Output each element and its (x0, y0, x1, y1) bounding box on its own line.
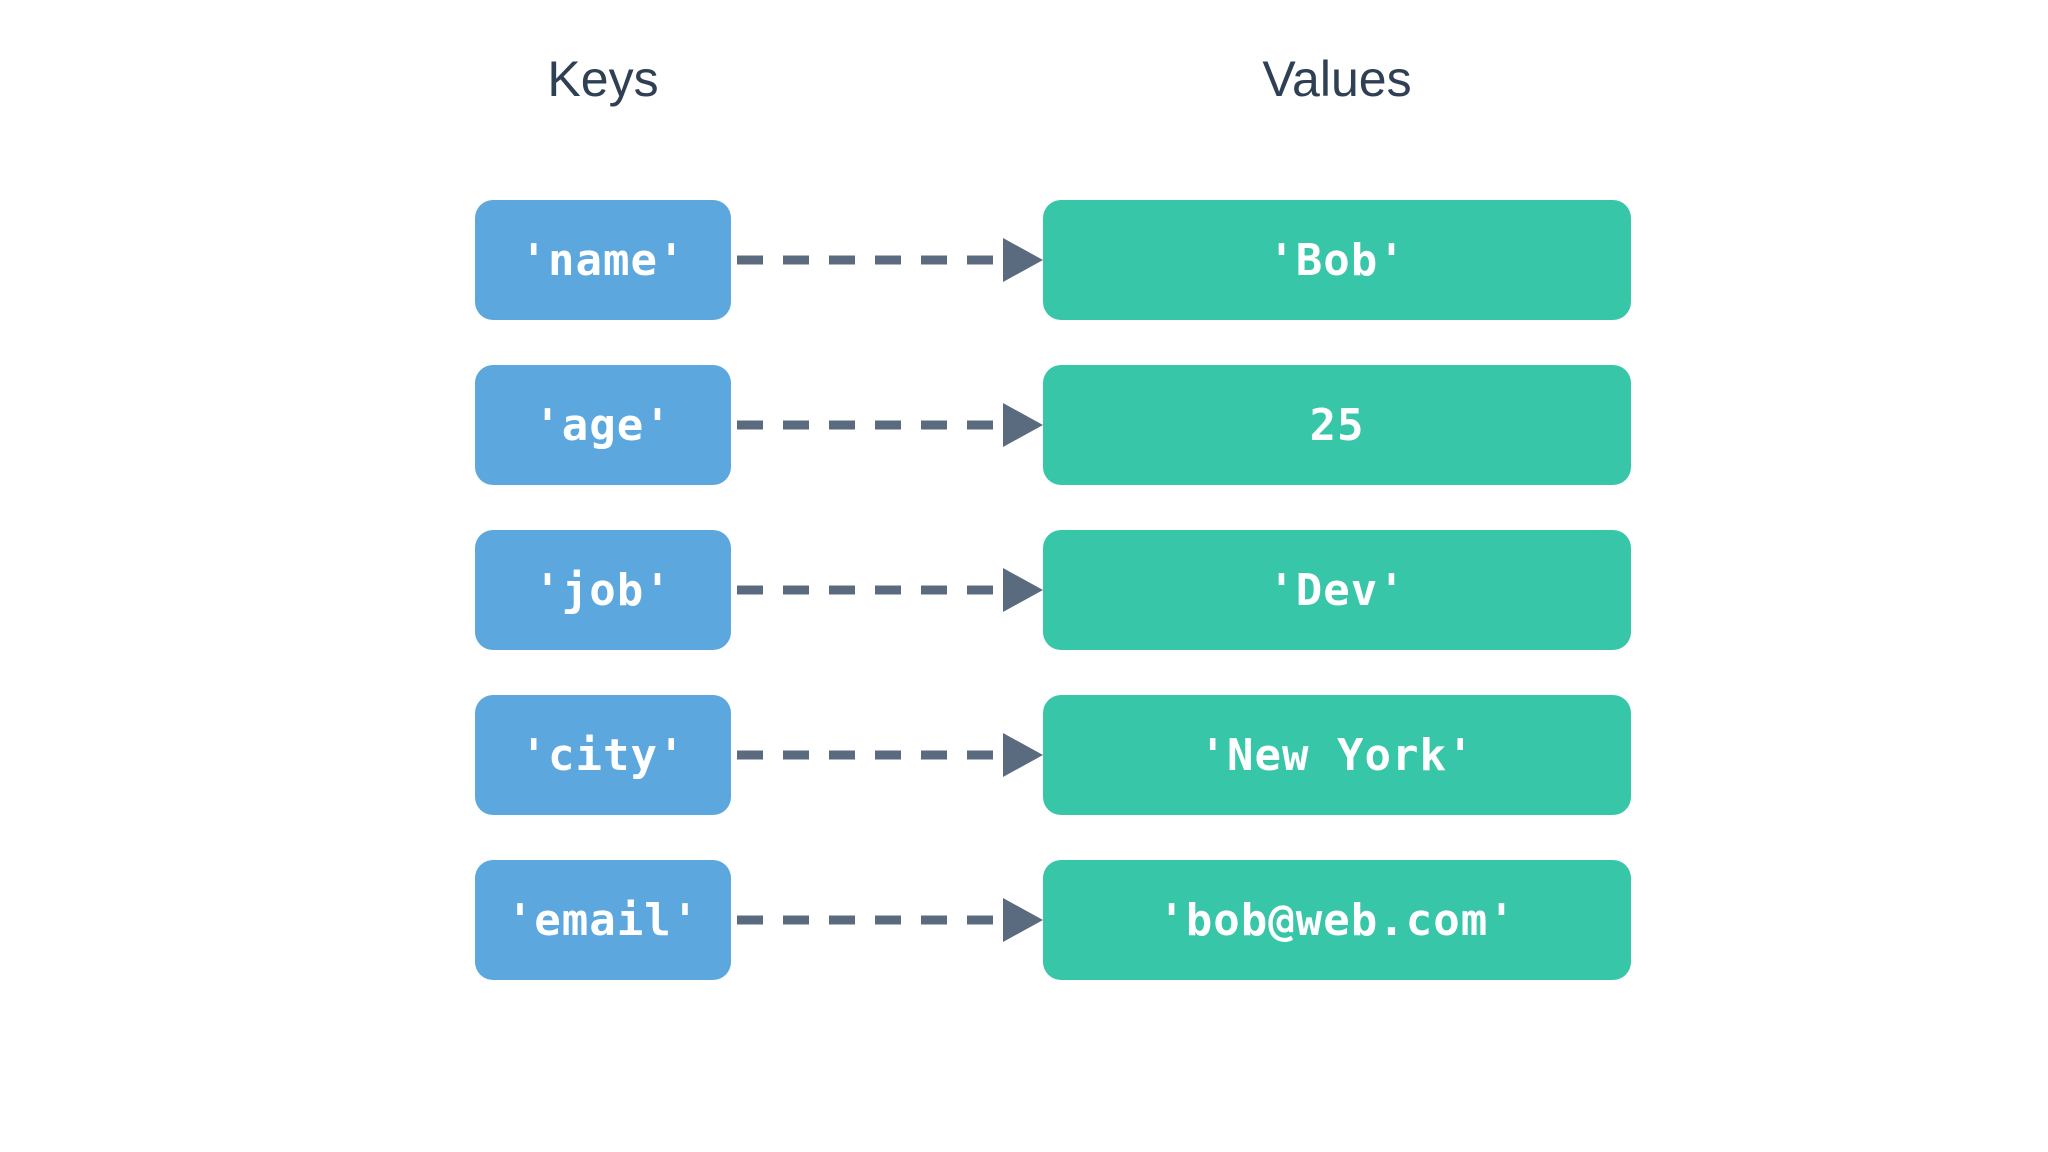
key-value-row: 'name' 'Bob' (0, 200, 2048, 320)
value-box[interactable]: 'Dev' (1043, 530, 1631, 650)
dashed-arrow-right-icon (737, 238, 1043, 282)
key-value-row: 'city' 'New York' (0, 695, 2048, 815)
value-box[interactable]: 'New York' (1043, 695, 1631, 815)
key-box[interactable]: 'city' (475, 695, 731, 815)
key-value-row: 'email' 'bob@web.com' (0, 860, 2048, 980)
dashed-arrow-right-icon (737, 898, 1043, 942)
key-box[interactable]: 'job' (475, 530, 731, 650)
dashed-arrow-right-icon (737, 733, 1043, 777)
dashed-arrow-right-icon (737, 403, 1043, 447)
key-value-row: 'age' 25 (0, 365, 2048, 485)
value-box[interactable]: 'bob@web.com' (1043, 860, 1631, 980)
key-box[interactable]: 'age' (475, 365, 731, 485)
keys-column-header: Keys (547, 51, 659, 107)
value-box[interactable]: 25 (1043, 365, 1631, 485)
dashed-arrow-right-icon (737, 568, 1043, 612)
key-value-row: 'job' 'Dev' (0, 530, 2048, 650)
values-column-header: Values (1262, 51, 1412, 107)
key-box[interactable]: 'email' (475, 860, 731, 980)
value-box[interactable]: 'Bob' (1043, 200, 1631, 320)
key-box[interactable]: 'name' (475, 200, 731, 320)
